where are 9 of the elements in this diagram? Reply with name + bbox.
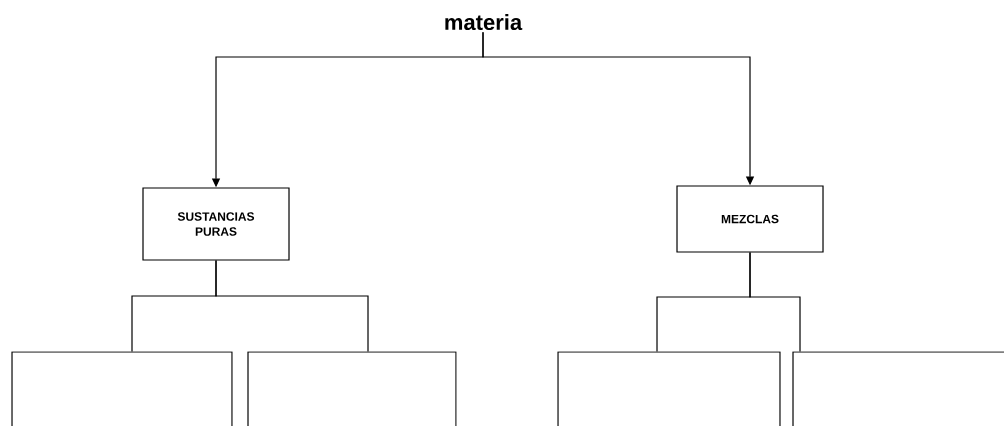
connector-line: [749, 252, 801, 352]
empty-box: [792, 351, 1004, 426]
connector-line: [215, 260, 369, 352]
title-text: materia: [445, 13, 523, 31]
empty-box: [247, 351, 457, 426]
category-box: SUSTANCIAS PURAS: [142, 187, 290, 261]
empty-box: [11, 351, 233, 426]
empty-box: [557, 351, 781, 426]
category-box: MEZCLAS: [676, 185, 824, 253]
